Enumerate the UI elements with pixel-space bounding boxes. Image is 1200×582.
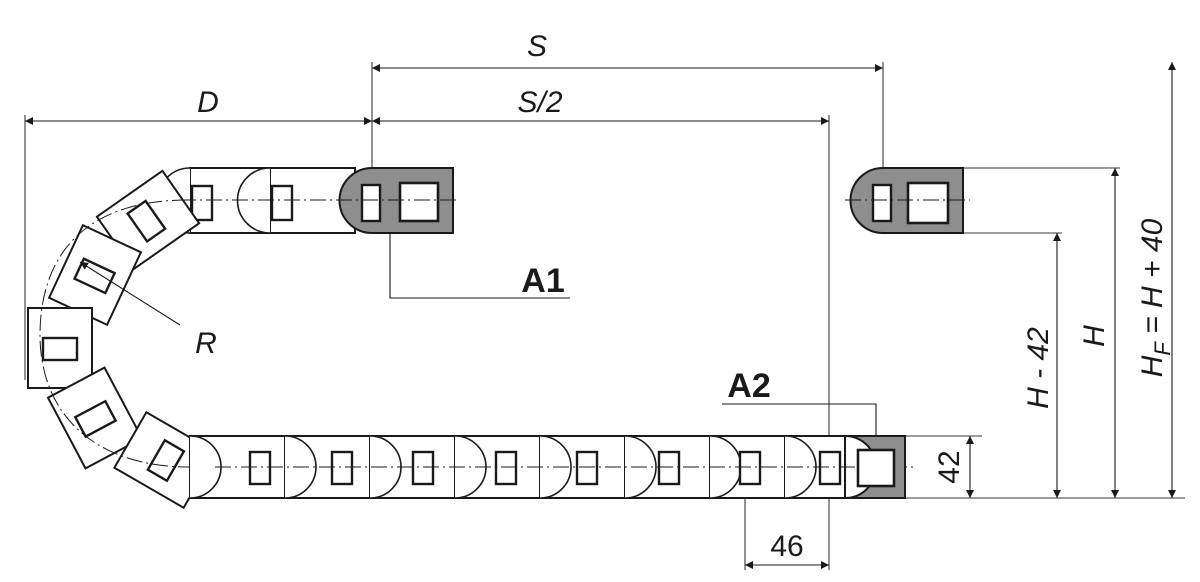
leader-lines	[79, 233, 877, 436]
label-h-minus-42: H - 42	[1022, 327, 1055, 409]
label-42: 42	[933, 450, 966, 483]
end-bracket-a1	[180, 167, 460, 234]
label-s-half: S/2	[517, 86, 562, 119]
label-d: D	[197, 86, 219, 119]
chain-bottom-run	[189, 435, 915, 499]
label-hf-rest: = H + 40	[1136, 218, 1169, 342]
label-s: S	[527, 30, 547, 63]
chain-bend	[27, 169, 218, 510]
dimension-lines	[25, 62, 1176, 569]
label-r: R	[195, 327, 217, 360]
label-hf-main: H	[1136, 355, 1169, 377]
label-a2: A2	[727, 367, 770, 405]
end-bracket-a2	[844, 435, 906, 499]
label-h: H	[1078, 325, 1111, 347]
label-a1: A1	[521, 262, 564, 300]
extension-lines	[24, 62, 1185, 570]
label-46: 46	[770, 530, 803, 563]
labels: S S/2 D R A1 A2 H - 42 H HF = H + 40 42 …	[195, 30, 1175, 563]
label-hf: HF = H + 40	[1136, 218, 1175, 377]
end-bracket-right	[845, 167, 970, 234]
label-hf-sub: F	[1150, 341, 1175, 356]
